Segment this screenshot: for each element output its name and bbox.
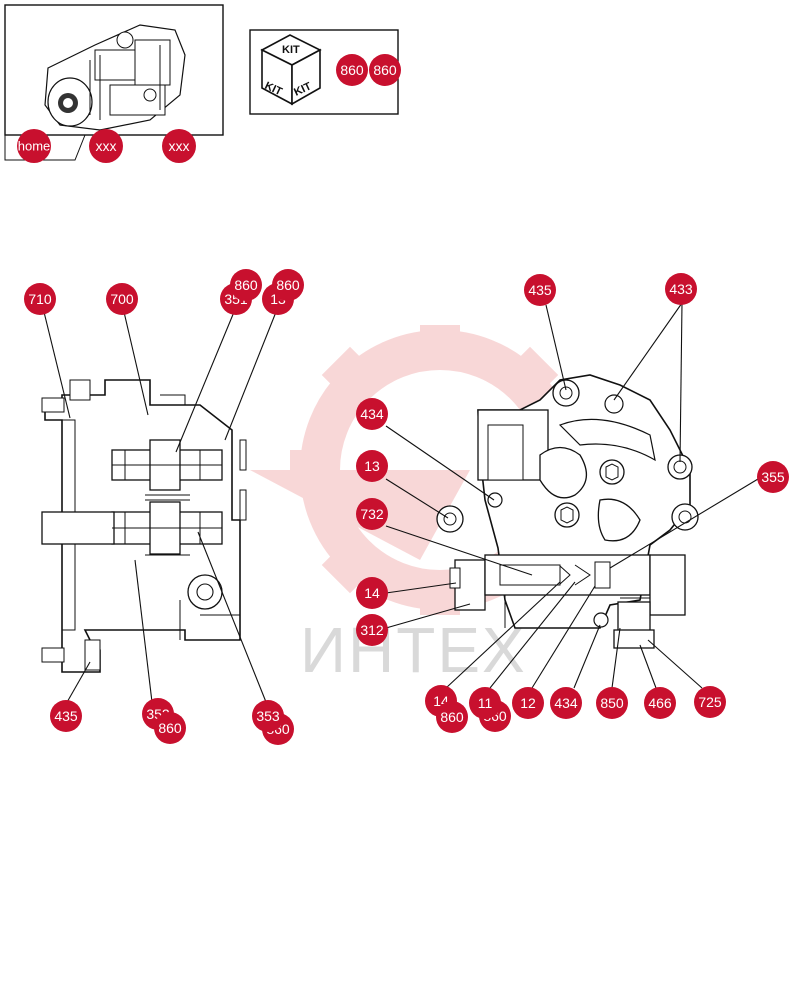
right-callout-14[interactable]: 14 — [356, 577, 388, 609]
right-callout-312[interactable]: 312 — [356, 614, 388, 646]
left-callout-435[interactable]: 435 — [50, 700, 82, 732]
left-pump-view — [41, 379, 247, 673]
left-callout-860-b-label: 860 — [276, 277, 300, 293]
left-callout-710[interactable]: 710 — [24, 283, 56, 315]
right-callout-466[interactable]: 466 — [644, 687, 676, 719]
kit-part-tag-2[interactable]: 860 — [369, 54, 401, 86]
right-callout-13[interactable]: 13 — [356, 450, 388, 482]
thumbnail-panel[interactable] — [4, 4, 224, 161]
right-callout-14-label: 14 — [364, 585, 380, 601]
right-callout-860-a-label: 860 — [440, 709, 464, 725]
right-callout-850[interactable]: 850 — [596, 687, 628, 719]
right-callout-355-label: 355 — [761, 469, 785, 485]
right-callout-434-top[interactable]: 434 — [356, 398, 388, 430]
left-callout-700-label: 700 — [110, 291, 134, 307]
left-callout-353-label: 353 — [256, 708, 280, 724]
left-callout-860-b[interactable]: 860 — [272, 269, 304, 301]
right-callout-860-a[interactable]: 860 — [436, 701, 468, 733]
kit-part-tag-1-label: 860 — [340, 62, 364, 78]
right-callout-725-label: 725 — [698, 694, 722, 710]
right-callout-12[interactable]: 12 — [512, 687, 544, 719]
right-callout-312-label: 312 — [360, 622, 384, 638]
right-callout-435-label: 435 — [528, 282, 552, 298]
nav-tag-2[interactable]: xxx — [162, 129, 196, 163]
right-pump-view — [436, 374, 699, 649]
right-callout-725[interactable]: 725 — [694, 686, 726, 718]
home-tag-label: home — [18, 139, 51, 154]
left-callout-435-label: 435 — [54, 708, 78, 724]
right-callout-434-top-label: 434 — [360, 406, 384, 422]
right-callout-850-label: 850 — [600, 695, 624, 711]
kit-cube-icon: KIT KIT KIT — [260, 34, 322, 106]
right-callout-355[interactable]: 355 — [757, 461, 789, 493]
left-callout-860-a-label: 860 — [234, 277, 258, 293]
right-callout-11-label: 11 — [478, 695, 493, 711]
right-callout-732-label: 732 — [360, 506, 384, 522]
left-callout-860-c-label: 860 — [158, 720, 182, 736]
home-tag[interactable]: home — [17, 129, 51, 163]
left-callout-860-c[interactable]: 860 — [154, 712, 186, 744]
left-callout-860-a[interactable]: 860 — [230, 269, 262, 301]
right-callout-13-label: 13 — [364, 458, 380, 474]
nav-tag-1-label: xxx — [96, 138, 117, 154]
left-callout-710-label: 710 — [28, 291, 52, 307]
nav-tag-2-label: xxx — [169, 138, 190, 154]
right-callout-433[interactable]: 433 — [665, 273, 697, 305]
kit-part-tag-2-label: 860 — [373, 62, 397, 78]
leader-lines — [43, 302, 759, 705]
right-callout-466-label: 466 — [648, 695, 672, 711]
right-callout-434-bottom[interactable]: 434 — [550, 687, 582, 719]
kit-label-top: KIT — [282, 44, 300, 56]
right-callout-732[interactable]: 732 — [356, 498, 388, 530]
nav-tag-1[interactable]: xxx — [89, 129, 123, 163]
kit-part-tag-1[interactable]: 860 — [336, 54, 368, 86]
right-callout-435[interactable]: 435 — [524, 274, 556, 306]
left-callout-353[interactable]: 353 — [252, 700, 284, 732]
pump-thumbnail-image — [44, 24, 186, 131]
right-callout-12-label: 12 — [520, 695, 536, 711]
watermark-text: ИНТЕХ — [300, 614, 527, 686]
right-callout-433-label: 433 — [669, 281, 693, 297]
left-callout-700[interactable]: 700 — [106, 283, 138, 315]
right-callout-434-bottom-label: 434 — [554, 695, 578, 711]
right-callout-11[interactable]: 11 — [469, 687, 501, 719]
